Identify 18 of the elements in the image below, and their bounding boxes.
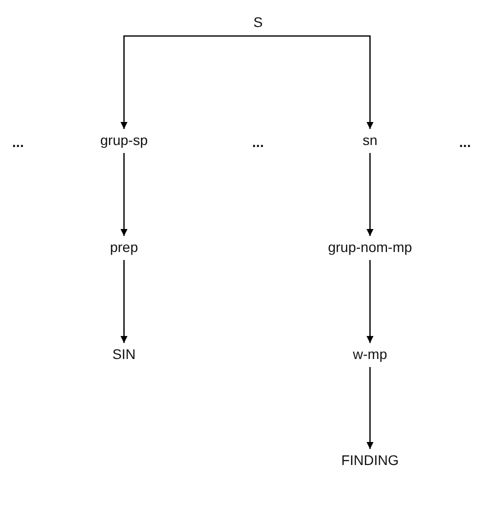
tree-node-label: w-mp — [350, 344, 390, 364]
arrow — [258, 35, 374, 129]
tree-node-label: S — [251, 12, 265, 32]
arrow — [366, 367, 374, 449]
ellipsis-label: ... — [252, 135, 264, 149]
tree-node-label: sn — [360, 130, 380, 150]
tree-node-label: grup-sp — [98, 130, 150, 150]
tree-node-label: FINDING — [339, 450, 401, 470]
arrow — [120, 153, 128, 236]
arrow — [366, 260, 374, 343]
tree-node-label: SIN — [110, 344, 138, 364]
ellipsis-label: ... — [12, 135, 24, 149]
ellipsis-label: ... — [459, 135, 471, 149]
tree-node-label: grup-nom-mp — [326, 237, 414, 257]
tree-node-label: prep — [108, 237, 140, 257]
arrow — [120, 35, 258, 129]
arrow — [366, 153, 374, 236]
arrow — [120, 260, 128, 343]
